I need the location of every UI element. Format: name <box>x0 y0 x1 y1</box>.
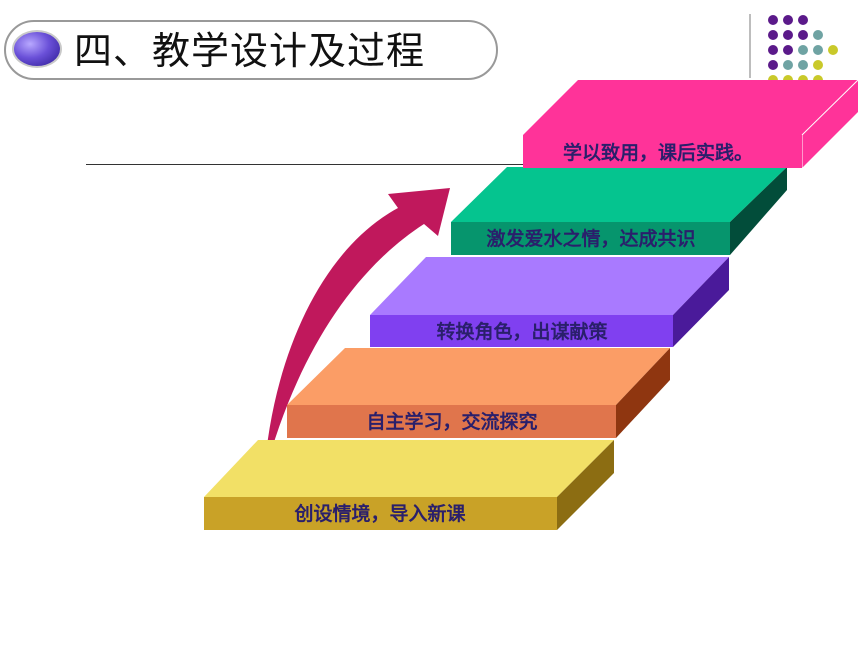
header-divider-vertical <box>749 14 751 78</box>
step-1-top <box>204 440 614 497</box>
step-2-side <box>616 348 670 438</box>
step-1-label: 创设情境，导入新课 <box>293 502 466 525</box>
step-1-front <box>204 497 557 530</box>
dot <box>768 15 778 25</box>
step-5-side <box>802 80 858 168</box>
step-5-edge <box>801 79 859 136</box>
dot <box>813 30 823 40</box>
dot <box>783 60 793 70</box>
step-3: 转换角色，出谋献策 <box>370 257 729 347</box>
step-5: 学以致用，课后实践。 <box>523 79 859 168</box>
step-4-front <box>451 222 730 255</box>
step-2-front <box>287 405 616 438</box>
step-3-label: 转换角色，出谋献策 <box>436 320 608 343</box>
dot <box>768 30 778 40</box>
step-4: 激发爱水之情，达成共识 <box>451 167 787 255</box>
page-title: 四、教学设计及过程 <box>74 29 426 73</box>
dot <box>828 45 838 55</box>
step-4-label: 激发爱水之情，达成共识 <box>486 227 695 250</box>
dot <box>798 45 808 55</box>
dot <box>768 60 778 70</box>
dot <box>798 15 808 25</box>
step-2: 自主学习，交流探究 <box>287 348 670 438</box>
dot <box>768 45 778 55</box>
step-3-side <box>673 257 729 347</box>
step-2-label: 自主学习，交流探究 <box>366 410 537 433</box>
step-1-side <box>557 440 614 530</box>
step-1: 创设情境，导入新课 <box>204 440 614 530</box>
step-4-side <box>730 167 787 255</box>
horizontal-rule <box>86 164 586 165</box>
dot <box>798 30 808 40</box>
dot <box>783 45 793 55</box>
step-4-top <box>451 167 787 222</box>
dot <box>813 45 823 55</box>
step-2-top <box>287 348 670 405</box>
dot <box>798 60 808 70</box>
dot <box>783 30 793 40</box>
step-5-label: 学以致用，课后实践。 <box>563 141 753 164</box>
step-3-front <box>370 315 673 347</box>
step-5-top <box>523 80 858 135</box>
step-3-top <box>370 257 729 315</box>
title-banner: 四、教学设计及过程 <box>4 20 498 80</box>
dot <box>813 60 823 70</box>
bullet-oval-icon <box>12 30 62 68</box>
step-5-front <box>523 135 802 168</box>
dot <box>783 15 793 25</box>
curved-arrow-icon <box>264 188 450 476</box>
